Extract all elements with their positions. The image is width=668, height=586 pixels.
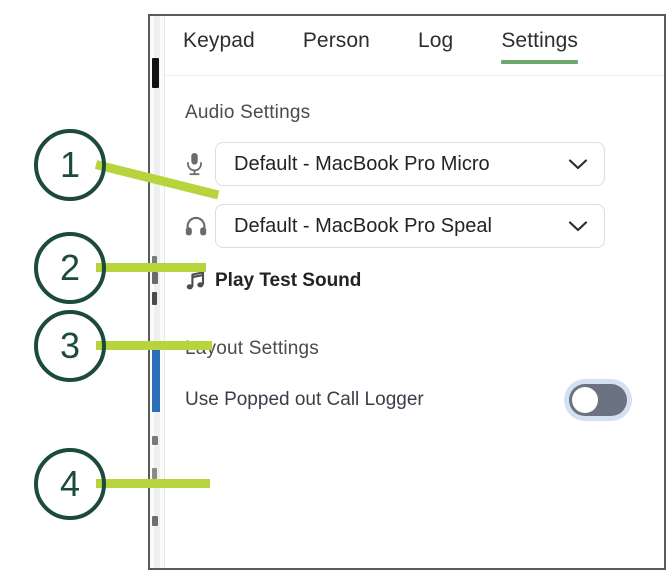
edge-text-fragment	[152, 58, 159, 88]
microphone-select[interactable]: Default - MacBook Pro Micro	[215, 142, 605, 186]
callout-number: 3	[59, 325, 81, 366]
edge-text-fragment	[152, 292, 157, 305]
callout-badge-2: 2	[34, 232, 106, 304]
chevron-down-icon	[568, 158, 588, 171]
scrollbar-track[interactable]	[154, 16, 160, 568]
audio-settings-heading: Audio Settings	[185, 102, 311, 123]
tab-label: Log	[417, 29, 454, 52]
speaker-select[interactable]: Default - MacBook Pro Speal	[215, 204, 605, 248]
tab-log[interactable]: Log	[418, 29, 453, 62]
scrollbar-thumb[interactable]	[152, 350, 160, 412]
callout-number: 1	[59, 144, 81, 185]
popped-out-call-logger-toggle[interactable]	[569, 384, 627, 416]
play-test-sound-label: Play Test Sound	[215, 270, 362, 291]
popped-out-call-logger-label: Use Popped out Call Logger	[185, 389, 424, 410]
page-edge-strip	[150, 16, 165, 568]
headphones-icon	[185, 216, 215, 236]
speaker-row: Default - MacBook Pro Speal	[185, 204, 664, 248]
callout-line-4	[96, 479, 210, 488]
tab-label: Person	[302, 29, 370, 52]
tab-person[interactable]: Person	[303, 29, 370, 62]
edge-text-fragment	[152, 256, 157, 265]
microphone-icon	[185, 152, 215, 176]
callout-number: 4	[59, 463, 81, 504]
edge-text-fragment	[152, 468, 157, 479]
callout-number: 2	[59, 247, 81, 288]
callout-line-3	[96, 341, 212, 350]
layout-settings-heading: Layout Settings	[185, 338, 319, 359]
play-test-sound-row[interactable]: Play Test Sound	[185, 270, 664, 292]
tab-bar: Keypad Person Log Settings	[165, 16, 664, 76]
toggle-knob	[572, 387, 598, 413]
edge-text-fragment	[152, 516, 158, 526]
microphone-select-value: Default - MacBook Pro Micro	[234, 152, 490, 175]
callout-badge-1: 1	[34, 129, 106, 201]
edge-text-fragment	[152, 272, 158, 284]
settings-panel: Keypad Person Log Settings Audio Setting…	[148, 14, 666, 570]
tab-label: Keypad	[183, 29, 255, 52]
music-note-icon	[185, 270, 215, 292]
callout-badge-3: 3	[34, 310, 106, 382]
microphone-row: Default - MacBook Pro Micro	[185, 142, 664, 186]
callout-badge-4: 4	[34, 448, 106, 520]
popped-out-call-logger-row: Use Popped out Call Logger	[185, 384, 627, 416]
callout-line-2	[96, 263, 206, 272]
tab-settings[interactable]: Settings	[501, 29, 578, 64]
panel-content: Keypad Person Log Settings Audio Setting…	[165, 16, 664, 568]
tab-label: Settings	[501, 29, 578, 52]
speaker-select-value: Default - MacBook Pro Speal	[234, 214, 492, 237]
edge-text-fragment	[152, 436, 158, 445]
chevron-down-icon	[568, 220, 588, 233]
tab-keypad[interactable]: Keypad	[183, 29, 255, 62]
